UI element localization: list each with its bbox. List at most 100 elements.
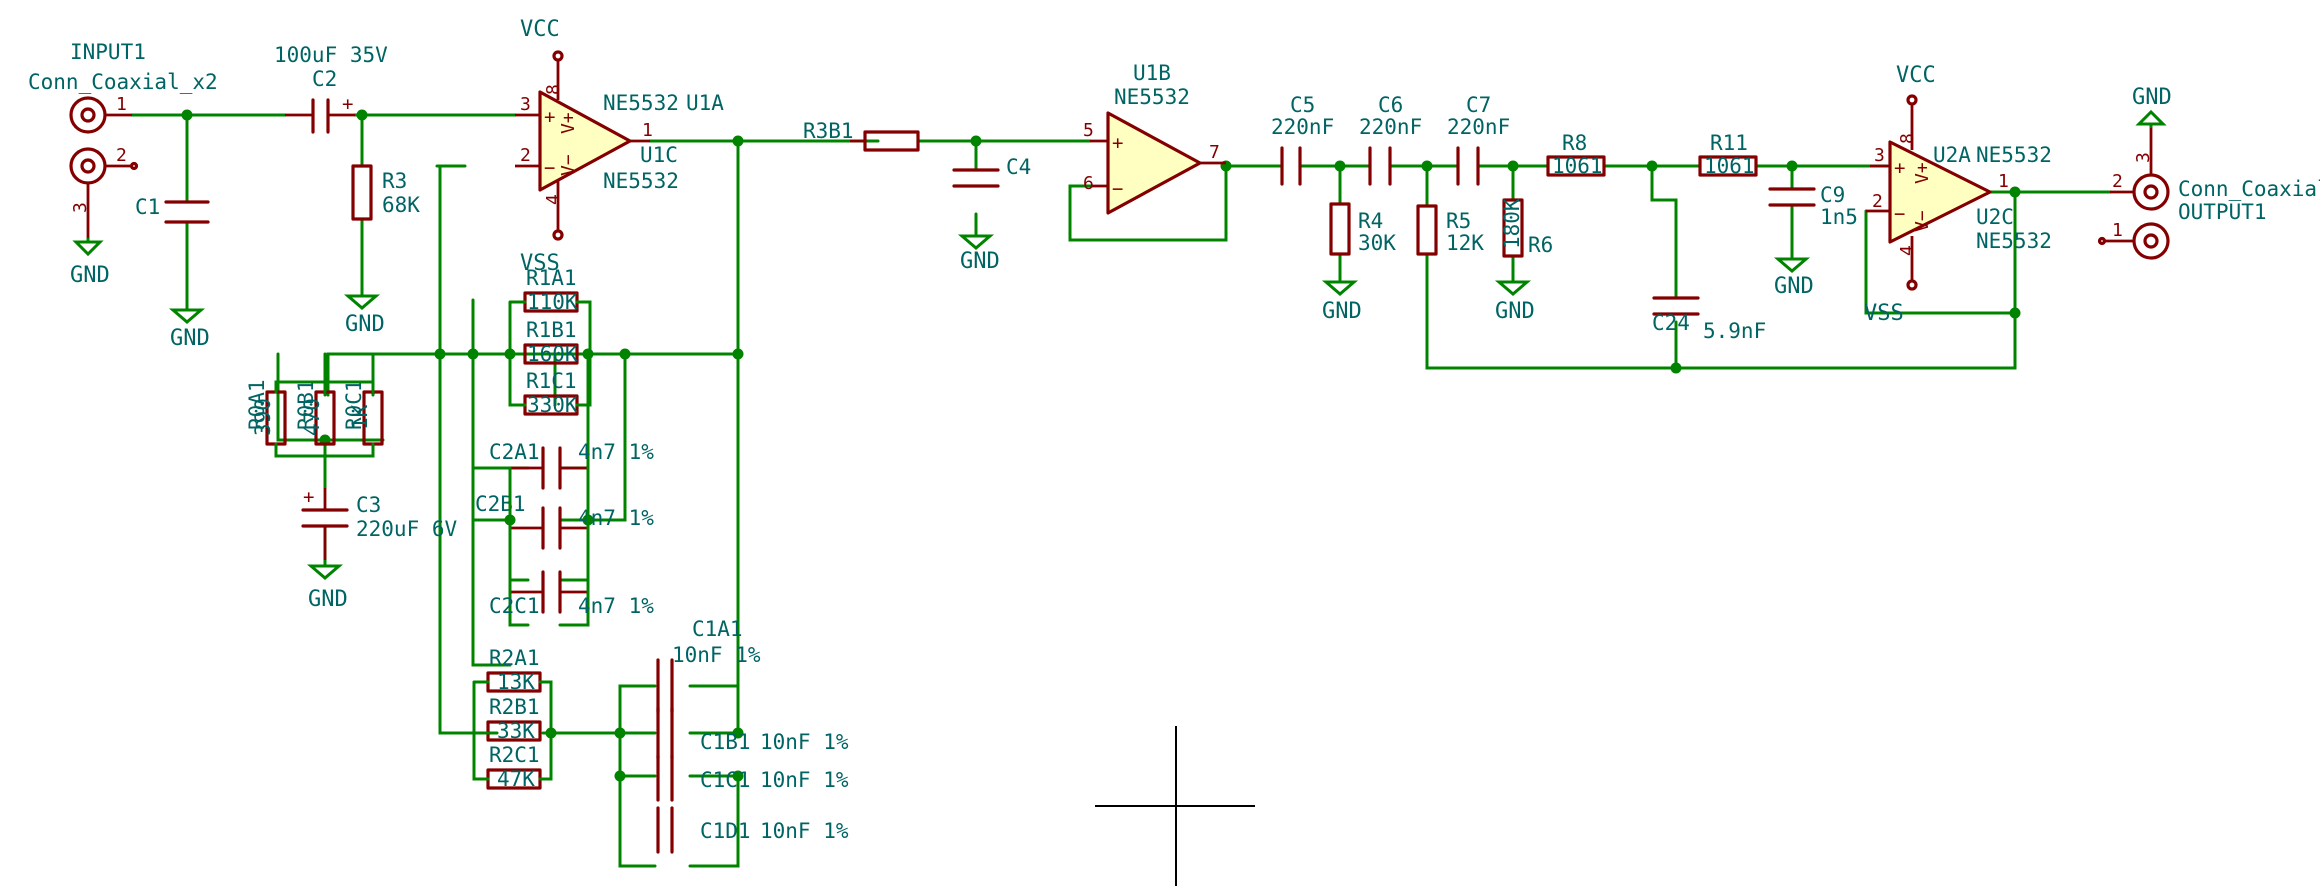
u2a-pin-minus: 2 [1872, 191, 1883, 212]
resistor-r2c1: R2C1 47K [486, 743, 542, 791]
u2a-pin-vm: 4 [1897, 245, 1918, 256]
input-pin-1: 1 [116, 94, 127, 115]
gnd-label: GND [170, 326, 210, 351]
resistor-r1a1: R1A1 110K [523, 266, 579, 314]
capacitor-c1a1: C1A1 10nF 1% [656, 617, 761, 714]
resistor-r2b1: R2B1 33K [486, 695, 542, 743]
resistor-r0b1: 470 R0B1 [294, 379, 336, 446]
gnd-label: GND [1774, 274, 1814, 299]
c1c1-value: 10nF 1% [760, 768, 849, 792]
resistor-r3: R3 68K GND [343, 164, 420, 337]
resistor-r4: R4 30K GND [1321, 202, 1396, 324]
resistor-r3b1: R3B1 [803, 119, 920, 152]
r2a1-value: 13K [497, 670, 535, 694]
output-pin-3: 3 [2133, 152, 2154, 163]
gnd-label: GND [2132, 85, 2172, 110]
r5-value: 12K [1446, 231, 1484, 255]
c5-ref: C5 [1290, 93, 1315, 117]
u2a-vplus-symbol: V+ [1912, 162, 1933, 184]
c1b1-ref: C1B1 [700, 730, 751, 754]
c2-plus-symbol: + [342, 93, 353, 115]
u1c-value: NE5532 [603, 169, 679, 193]
output-pin-2: 2 [2112, 171, 2123, 192]
resistor-r6: 180K R6 GND [1494, 198, 1553, 324]
c2-value: 100uF 35V [274, 43, 388, 67]
c1b1-value: 10nF 1% [760, 730, 849, 754]
gnd-label: GND [1495, 299, 1535, 324]
c9-ref: C9 [1820, 183, 1845, 207]
c24-ref: C24 [1652, 311, 1690, 335]
r1a1-value: 110K [527, 290, 578, 314]
capacitor-c1b1: C1B1 10nF 1% [656, 706, 849, 760]
u1a-value: NE5532 [603, 91, 679, 115]
c2c1-value: 4n7 1% [578, 594, 654, 618]
output-connector-value: Conn_Coaxial_x2 [2178, 177, 2320, 201]
c5-value: 220nF [1271, 115, 1334, 139]
c2a1-ref: C2A1 [489, 440, 540, 464]
u1b-pin-plus: 5 [1083, 120, 1094, 141]
u2a-minus-symbol: − [1894, 203, 1905, 225]
c1-ref: C1 [135, 195, 160, 219]
r3-value: 68K [382, 193, 420, 217]
c2c1-ref: C2C1 [489, 594, 540, 618]
capacitor-c2a1: C2A1 4n7 1% [489, 440, 654, 490]
capacitor-c7: C7 220nF [1447, 93, 1510, 186]
r0b1-value: 470 [300, 398, 324, 436]
resistor-r0c1: 1K R0C1 [342, 379, 384, 446]
u1a-pin-out: 1 [642, 120, 653, 141]
input-pin-3: 3 [70, 202, 91, 213]
resistor-r1b1: R1B1 160K [523, 318, 579, 366]
input-connector: INPUT1 Conn_Coaxial_x2 1 2 3 GND [28, 40, 218, 288]
u1a-vplus-symbol: V+ [558, 112, 579, 134]
capacitor-c5: C5 220nF [1271, 93, 1334, 186]
r3b1-ref: R3B1 [803, 119, 854, 143]
r2c1-value: 47K [497, 767, 535, 791]
u2a-plus-symbol: + [1894, 157, 1905, 179]
junctions [181, 109, 2021, 782]
r11-value: 1061 [1704, 154, 1755, 178]
r2a1-ref: R2A1 [489, 646, 540, 670]
vcc-label: VCC [520, 17, 560, 42]
resistor-r11: R11 1061 [1698, 131, 1758, 178]
output-pin-1: 1 [2112, 220, 2123, 241]
c1d1-value: 10nF 1% [760, 819, 849, 843]
u2c-ref: U2C [1976, 205, 2014, 229]
capacitor-c4: C4 GND [952, 155, 1031, 274]
c7-value: 220nF [1447, 115, 1510, 139]
r0c1-value: 1K [348, 404, 372, 430]
vcc-label: VCC [1896, 63, 1936, 88]
r4-value: 30K [1358, 231, 1396, 255]
u1a-pin-minus: 2 [520, 145, 531, 166]
wires [130, 113, 2112, 868]
r1b1-value: 160K [527, 342, 578, 366]
r0b1-ref: R0B1 [294, 379, 318, 430]
capacitor-c2b1: C2B1 4n7 1% [475, 492, 654, 550]
output-connector-ref: OUTPUT1 [2178, 200, 2267, 224]
capacitor-c1d1: C1D1 10nF 1% [656, 806, 849, 854]
r0a1-value: 390 [251, 398, 275, 436]
u1a-minus-symbol: − [544, 157, 555, 179]
u1a-ref: U1A [686, 91, 724, 115]
c3-value: 220uF 6V [356, 517, 458, 541]
input-pin-2: 2 [116, 145, 127, 166]
r0a1-ref: R0A1 [245, 379, 269, 430]
capacitor-c24: C24 5.9nF [1652, 296, 1766, 343]
u1b-pin-minus: 6 [1083, 173, 1094, 194]
r6-value: 180K [1500, 198, 1524, 249]
r1a1-ref: R1A1 [526, 266, 577, 290]
output-connector: 2 1 3 GND Conn_Coaxial_x2 OUTPUT1 [2097, 85, 2320, 260]
u1b-value: NE5532 [1114, 85, 1190, 109]
u2a-pin-vp: 8 [1897, 133, 1918, 144]
r2b1-ref: R2B1 [489, 695, 540, 719]
c3-plus-symbol: + [303, 486, 314, 508]
r0c1-ref: R0C1 [342, 379, 366, 430]
gnd-label: GND [345, 312, 385, 337]
u1a-pin-vp: 8 [543, 84, 564, 95]
resistor-r8: R8 1061 [1546, 131, 1606, 178]
u2a-ref: U2A [1933, 143, 1971, 167]
c1d1-ref: C1D1 [700, 819, 751, 843]
u1b-plus-symbol: + [1112, 132, 1123, 154]
resistor-r2a1: R2A1 13K [486, 646, 542, 694]
c9-value: 1n5 [1820, 205, 1858, 229]
